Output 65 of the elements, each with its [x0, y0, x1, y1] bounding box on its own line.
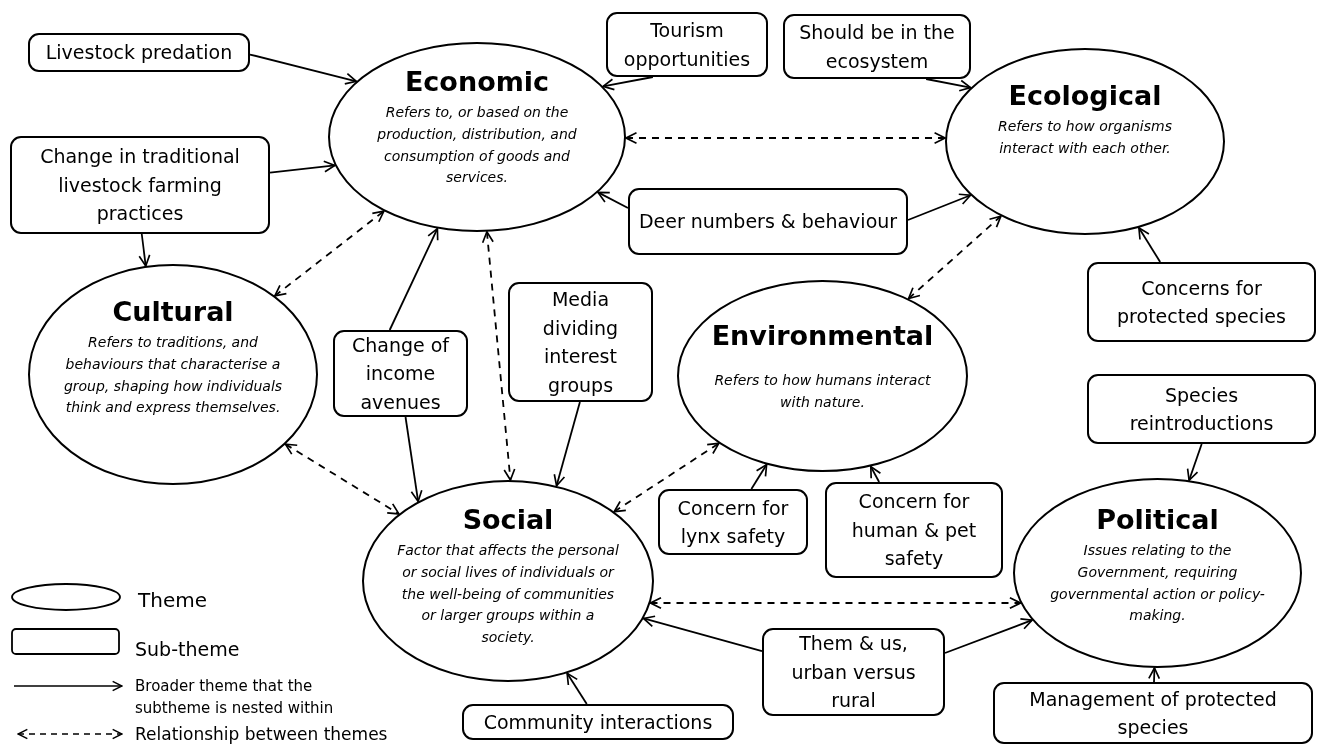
subtheme-label: Should be in the ecosystem	[798, 20, 956, 74]
subtheme-box	[993, 682, 1313, 744]
subtheme-label: Concerns for protected species	[1116, 275, 1287, 329]
dashed-arrow	[481, 230, 516, 481]
theme-title: Economic	[404, 66, 550, 99]
arrow	[907, 193, 972, 221]
dashed-arrow	[907, 215, 1002, 300]
subtheme-label: Concern for human & pet safety	[850, 489, 978, 572]
theme-description: Refers to, or based on the production, distribution, and consumption of goods and services.	[376, 103, 578, 188]
subtheme-box	[10, 136, 270, 234]
theme-description: Factor that affects the personal or social lives of individuals or the well-being of communities or larger groups within a society.	[396, 541, 620, 648]
subtheme-box	[606, 12, 768, 77]
arrow	[566, 672, 588, 705]
dashed-arrow	[273, 210, 385, 297]
subtheme-label: Them & us, urban versus rural	[790, 631, 917, 714]
subtheme-box	[462, 704, 734, 740]
subtheme-box	[508, 282, 653, 402]
arrow	[404, 416, 423, 503]
subtheme-label: Tourism opportunities	[622, 18, 752, 72]
subtheme-box	[1087, 374, 1316, 444]
subtheme-box	[1087, 262, 1316, 342]
theme-title: Environmental	[711, 320, 934, 353]
legend-label: Broader theme that the subtheme is nested within	[135, 676, 335, 719]
subtheme-label: Concern for lynx safety	[676, 495, 790, 549]
subtheme-box	[762, 628, 945, 716]
arrow	[750, 463, 768, 490]
legend-label: Sub-theme	[135, 637, 241, 662]
theme-title: Ecological	[1008, 80, 1162, 113]
arrow	[944, 618, 1033, 654]
subtheme-label: Livestock predation	[45, 40, 233, 66]
dashed-arrow	[284, 443, 400, 515]
subtheme-label: Management of protected species	[1028, 686, 1278, 740]
arrow	[602, 76, 654, 91]
arrow	[1148, 667, 1161, 683]
subtheme-label: Change in traditional livestock farming practices	[39, 144, 241, 227]
arrow	[1138, 226, 1162, 263]
arrow	[249, 53, 358, 85]
subtheme-label: Deer numbers & behaviour	[638, 209, 898, 235]
theme-description: Refers to how organisms interact with each other.	[997, 117, 1173, 159]
subtheme-box	[28, 33, 250, 72]
legend-label: Relationship between themes	[135, 723, 389, 746]
arrow	[925, 78, 972, 92]
arrow	[138, 233, 151, 267]
theme-title: Social	[462, 504, 554, 537]
subtheme-box	[628, 188, 908, 255]
theme-description: Refers to how humans interact with nature.	[713, 371, 932, 413]
arrow	[642, 615, 763, 653]
subtheme-box	[333, 330, 468, 417]
theme-description: Issues relating to the Government, requiring governmental action or policy-making.	[1049, 541, 1266, 626]
subtheme-label: Species reintroductions	[1128, 382, 1275, 436]
arrow	[869, 465, 882, 483]
legend-label: Theme	[138, 587, 208, 614]
subtheme-label: Community interactions	[483, 709, 713, 735]
theme-description: Refers to traditions, and behaviours that characterise a group, shaping how individuals think and express themselves.	[62, 333, 284, 418]
theme-title: Political	[1096, 504, 1219, 537]
arrow	[597, 191, 629, 209]
subtheme-box	[658, 489, 808, 555]
theme-title: Cultural	[112, 296, 234, 329]
subtheme-label: Media dividing interest groups	[541, 287, 620, 398]
arrow	[553, 401, 581, 487]
subtheme-box	[825, 482, 1003, 578]
subtheme-label: Change of income avenues	[350, 332, 451, 415]
dashed-arrow	[625, 131, 946, 145]
dashed-arrow	[613, 442, 720, 513]
subtheme-box	[783, 14, 971, 79]
